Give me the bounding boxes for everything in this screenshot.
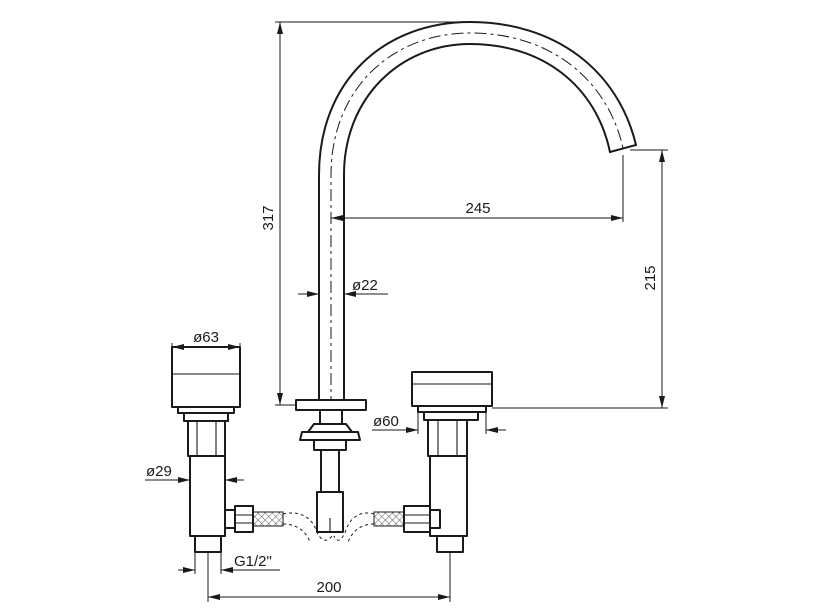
dim-center-distance-label: 200 xyxy=(316,579,341,596)
dim-center-distance: 200 xyxy=(207,552,451,602)
dim-tube-diameter-label: ø22 xyxy=(352,277,378,294)
dim-handle-diameter-label: ø63 xyxy=(193,329,219,346)
dim-thread-label: G1/2" xyxy=(234,553,272,570)
dim-escutcheon-diameter-label: ø60 xyxy=(373,413,399,430)
dim-outlet-height: 215 xyxy=(492,149,668,409)
right-valve xyxy=(411,371,493,553)
dim-spout-reach: 245 xyxy=(331,155,624,222)
dim-body-diameter-label: ø29 xyxy=(146,463,172,480)
left-hose xyxy=(224,505,333,543)
dim-escutcheon-diameter: ø60 xyxy=(372,412,506,434)
dim-handle-diameter: ø63 xyxy=(171,329,241,350)
left-valve xyxy=(171,346,241,553)
dim-outlet-height-label: 215 xyxy=(642,265,659,290)
dim-total-height-label: 317 xyxy=(260,205,277,230)
dim-total-height: 317 xyxy=(260,21,470,406)
dim-tube-diameter: ø22 xyxy=(298,277,388,297)
dim-thread: G1/2" xyxy=(178,552,280,574)
dim-body-diameter: ø29 xyxy=(145,463,244,483)
dim-spout-reach-label: 245 xyxy=(465,200,490,217)
right-hose xyxy=(333,505,441,543)
spout-base xyxy=(295,399,367,533)
